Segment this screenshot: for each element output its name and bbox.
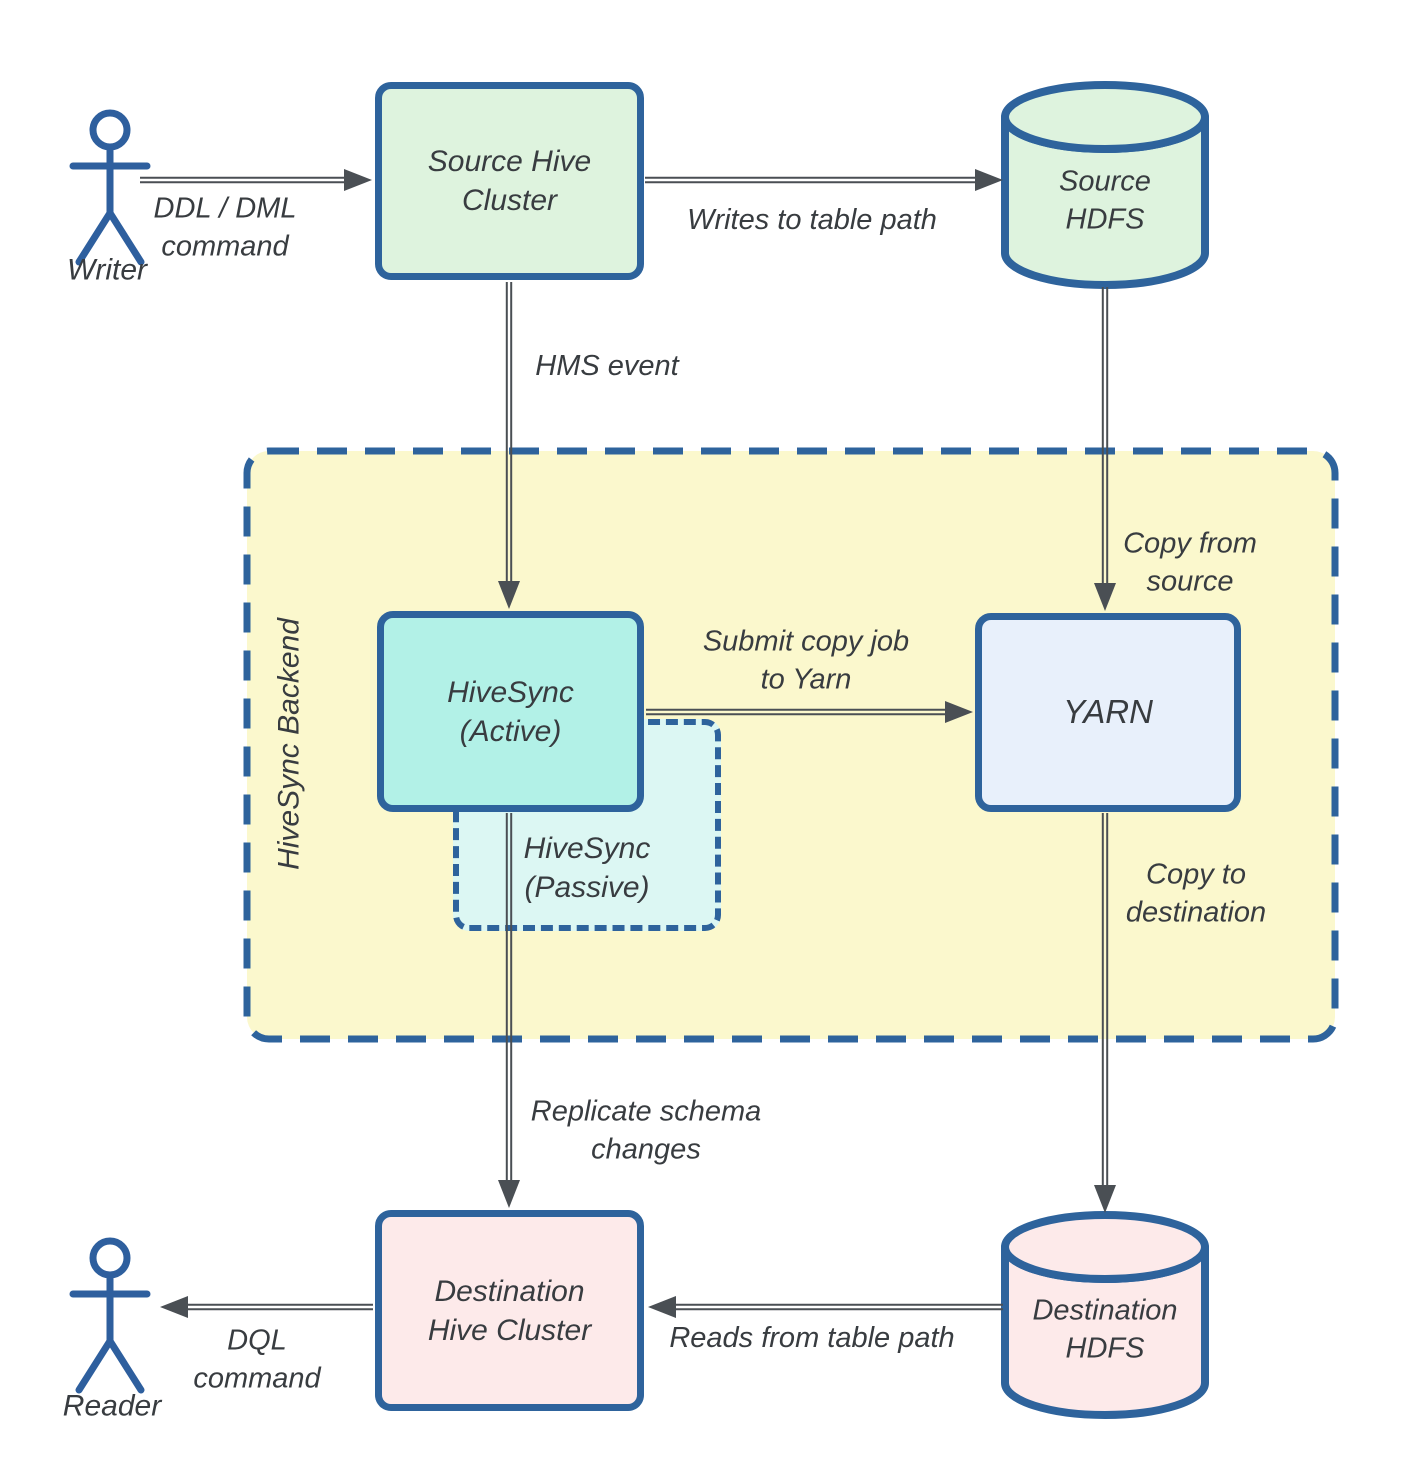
hivesync-active-label: HiveSync (Active) bbox=[447, 675, 574, 748]
destination-hive-cluster-label: Destination Hive Cluster bbox=[427, 1274, 592, 1347]
source-hive-cluster-label: Source Hive Cluster bbox=[427, 145, 592, 217]
yarn-node: YARN bbox=[975, 613, 1241, 812]
source-hive-cluster-node: Source Hive Cluster bbox=[375, 82, 644, 280]
destination-hdfs-cylinder bbox=[1001, 1211, 1209, 1419]
destination-hdfs-cylinder-top bbox=[1001, 1211, 1209, 1283]
source-hdfs-cylinder-top bbox=[1001, 81, 1209, 153]
source-hdfs-cylinder bbox=[1001, 81, 1209, 289]
destination-hive-cluster-node: Destination Hive Cluster bbox=[375, 1210, 644, 1411]
hivesync-passive-label: HiveSync (Passive) bbox=[523, 832, 651, 904]
writer-actor-icon bbox=[69, 109, 151, 266]
hivesync-active-node: HiveSync (Active) bbox=[377, 611, 644, 812]
yarn-label: YARN bbox=[1063, 693, 1153, 731]
reader-actor-icon bbox=[69, 1237, 151, 1394]
